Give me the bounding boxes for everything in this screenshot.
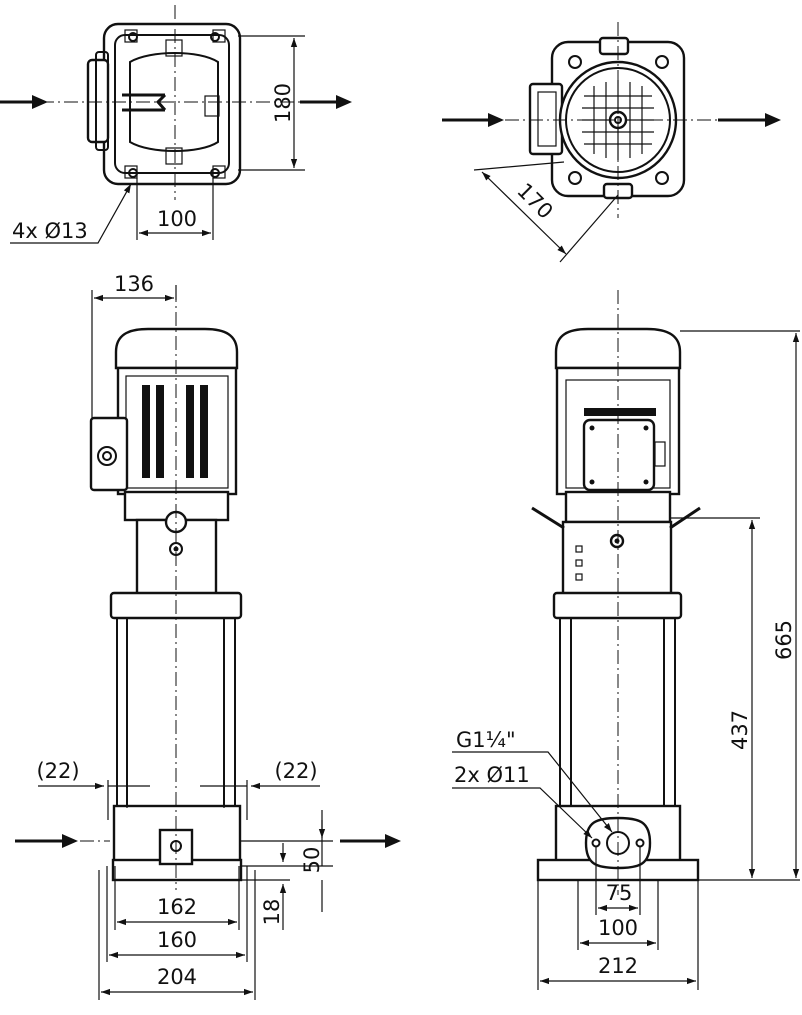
dim-170 [481,171,567,255]
mount-hole-icon [210,168,220,178]
label-160: 160 [157,928,197,952]
label-100-top: 100 [157,207,197,231]
top-right-motor-view: 170 [442,22,781,263]
label-212: 212 [598,954,638,978]
label-162: 162 [157,895,197,919]
bottom-right-front-view: 665 437 G1¼" 2x Ø11 75 100 212 [452,290,800,990]
lantern [561,520,673,597]
label-204: 204 [157,965,197,989]
label-75: 75 [606,881,633,905]
base-plate [102,22,242,186]
terminal-box [528,82,564,156]
label-18: 18 [260,899,284,926]
terminal-box [89,416,129,492]
lifting-eye-left [531,506,565,530]
mount-hole-icon [210,32,220,42]
mount-hole-icon [655,55,669,69]
mount-hole-icon [655,171,669,185]
label-437: 437 [728,710,752,750]
label-100-bottom: 100 [598,916,638,940]
label-136: 136 [114,272,154,296]
leader-2x11 [452,787,593,839]
label-g1-1-4: G1¼" [456,728,516,752]
mount-hole-icon [568,55,582,69]
label-22-right: (22) [274,759,317,783]
mount-hole-icon [568,171,582,185]
mount-hole-icon [128,32,138,42]
mount-hole-icon [128,168,138,178]
terminal-box-cover [582,418,656,492]
label-2x11: 2x Ø11 [454,763,530,787]
label-170: 170 [512,178,557,223]
leader-4x13 [10,183,132,244]
label-4x13: 4x Ø13 [12,219,88,243]
label-665: 665 [772,620,796,660]
label-22-left: (22) [36,759,79,783]
top-tab [598,36,630,56]
bottom-left-side-view: 136 (22) (22) 50 18 162 160 204 [15,272,401,1000]
label-180: 180 [271,83,295,123]
inlet-flange [86,58,110,144]
leader-g1-1-4 [452,751,613,833]
label-50: 50 [300,847,324,874]
top-left-plan-view: 180 100 4x Ø13 [0,5,352,244]
motor-body [116,366,238,496]
